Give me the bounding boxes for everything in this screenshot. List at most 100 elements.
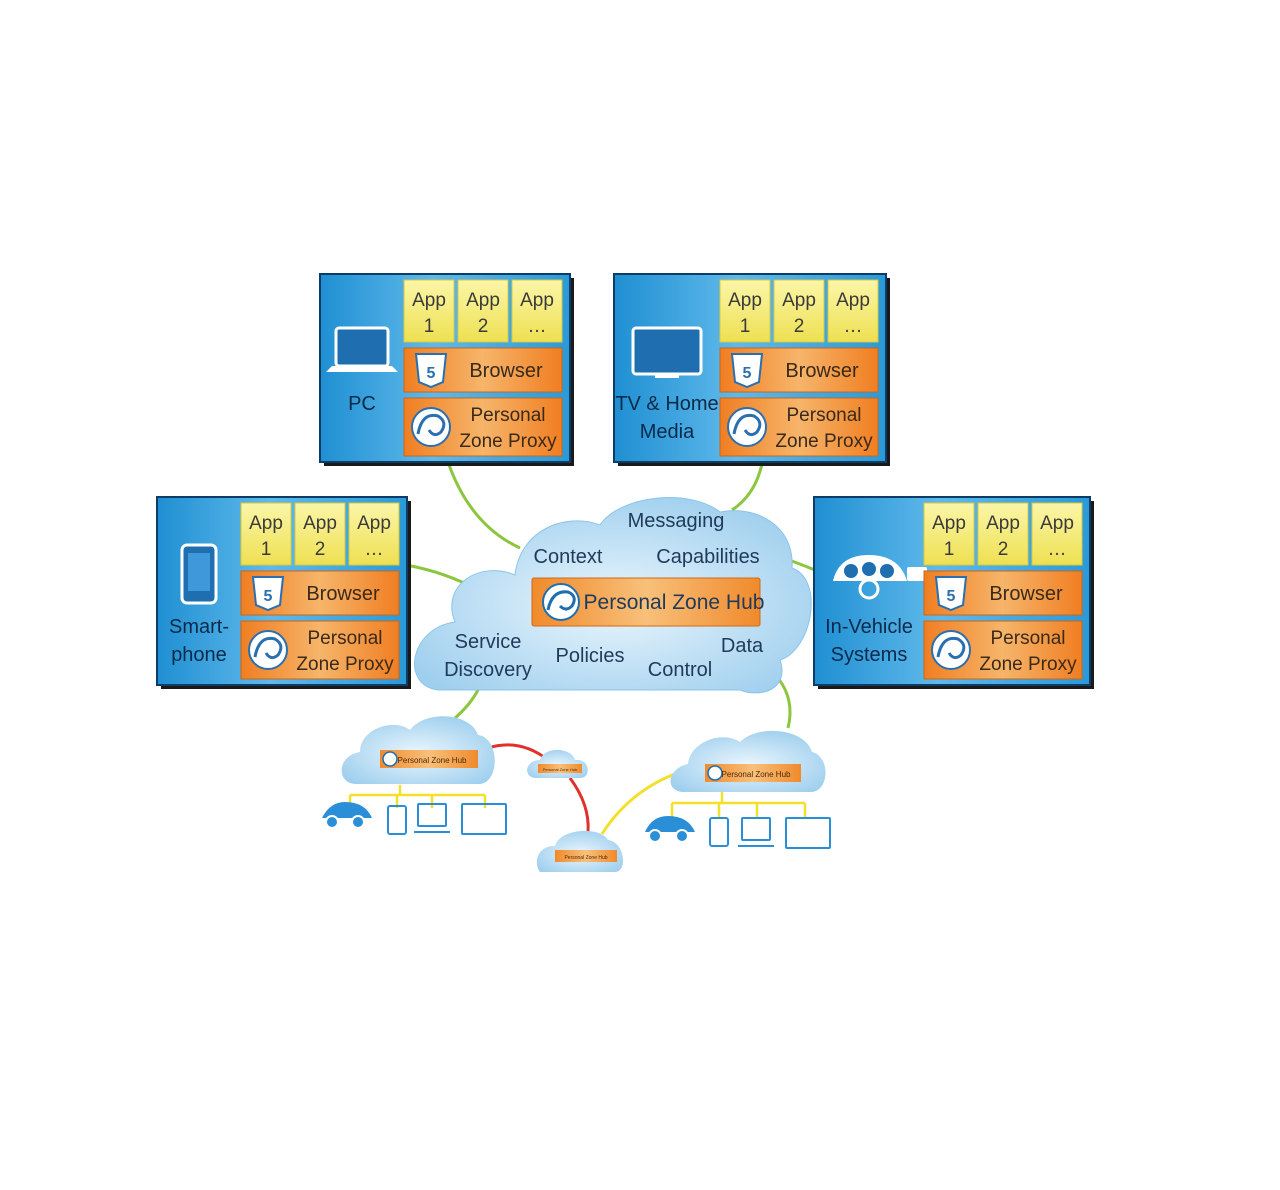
app-tile-pc-2[interactable] <box>511 279 563 343</box>
mini-cloud-small-top: Personal Zone Hub <box>527 749 588 778</box>
app-tile-pc-1[interactable] <box>457 279 509 343</box>
mini-hub-left-logo-icon <box>382 751 398 767</box>
svg-text:5: 5 <box>743 365 752 382</box>
pzp-logo-icon <box>727 407 767 447</box>
app-label: App <box>986 513 1020 534</box>
app-tile-vehicle-0[interactable] <box>923 502 975 566</box>
app-number: 1 <box>740 316 751 337</box>
mini-cloud-small-bottom: Personal Zone Hub <box>536 830 624 872</box>
mini-hub-right <box>705 764 801 782</box>
app-label: App <box>1040 513 1074 534</box>
proxy-label-1: Zone Proxy <box>459 431 557 452</box>
app-tile-tv-1[interactable] <box>773 279 825 343</box>
app-number: 2 <box>998 539 1009 560</box>
app-label: App <box>782 290 816 311</box>
hub-cloud: Personal Zone Hub Messaging Context Capa… <box>414 497 812 694</box>
app-number: … <box>528 316 547 337</box>
app-tile-tv-2[interactable] <box>827 279 879 343</box>
app-label: App <box>357 513 391 534</box>
device-label-pc-0: PC <box>348 393 376 415</box>
proxy-label-0: Personal <box>308 628 383 649</box>
mini-hub-right-logo-icon <box>707 765 723 781</box>
mini-hub-small-bottom <box>555 850 617 862</box>
mini-cloud-small-top-shape <box>527 749 588 778</box>
app-number: 1 <box>261 539 272 560</box>
mini-car-icon-right <box>645 816 695 843</box>
device-label-tv-0: TV & Home <box>615 393 718 415</box>
app-number: 2 <box>478 316 489 337</box>
mini-phone-icon <box>387 805 407 835</box>
html5-icon: 5 <box>730 353 764 389</box>
cap-context: Context <box>534 546 603 568</box>
app-tile-smartphone-0[interactable] <box>240 502 292 566</box>
browser-label: Browser <box>785 360 859 382</box>
mini-tv-icon-right <box>785 817 831 849</box>
device-label-tv-1: Media <box>640 421 695 443</box>
cap-messaging: Messaging <box>628 510 725 532</box>
app-number: 2 <box>794 316 805 337</box>
svg-text:5: 5 <box>427 365 436 382</box>
app-number: … <box>1048 539 1067 560</box>
cap-control: Control <box>648 659 712 681</box>
proxy-label-0: Personal <box>787 405 862 426</box>
laptop-icon <box>326 326 398 372</box>
mini-devices-left <box>322 802 507 835</box>
mini-hub-small-bottom-label: Personal Zone Hub <box>564 855 607 861</box>
app-tile-tv-0[interactable] <box>719 279 771 343</box>
app-tile-smartphone-2[interactable] <box>348 502 400 566</box>
mini-cloud-right-shape <box>670 730 826 792</box>
mini-tv-icon <box>461 803 507 835</box>
mini-phone-icon-right <box>709 817 729 847</box>
app-label: App <box>303 513 337 534</box>
app-label: App <box>520 290 554 311</box>
proxy-label-1: Zone Proxy <box>979 654 1077 675</box>
cap-capabilities: Capabilities <box>656 546 759 568</box>
link-red-1 <box>487 743 549 762</box>
device-label-vehicle-0: In-Vehicle <box>825 616 913 638</box>
proxy-label-1: Zone Proxy <box>775 431 873 452</box>
mini-cloud-left: Personal Zone Hub <box>341 716 495 784</box>
app-tile-vehicle-1[interactable] <box>977 502 1029 566</box>
smartphone-icon <box>180 543 218 605</box>
link-hub-minicloud-right <box>776 677 792 729</box>
app-tile-smartphone-1[interactable] <box>294 502 346 566</box>
cap-policies: Policies <box>556 645 625 667</box>
app-label: App <box>249 513 283 534</box>
app-label: App <box>836 290 870 311</box>
link-yellow <box>600 770 681 835</box>
device-label-smartphone-0: Smart- <box>169 616 229 638</box>
app-tile-vehicle-2[interactable] <box>1031 502 1083 566</box>
svg-text:5: 5 <box>264 588 273 605</box>
connection-lines <box>348 461 816 835</box>
cap-service: Service <box>455 631 522 653</box>
pzp-logo-icon <box>931 630 971 670</box>
app-number: 1 <box>944 539 955 560</box>
browser-label: Browser <box>469 360 543 382</box>
mini-devices-right <box>645 816 831 849</box>
app-label: App <box>412 290 446 311</box>
browser-label: Browser <box>989 583 1063 605</box>
hub-box <box>531 577 761 627</box>
device-label-vehicle-1: Systems <box>831 644 908 666</box>
tv-icon <box>631 326 703 378</box>
app-number: 2 <box>315 539 326 560</box>
cap-discovery: Discovery <box>444 659 532 681</box>
mini-laptop-icon-right <box>738 817 774 847</box>
mini-hub-right-label: Personal Zone Hub <box>722 770 791 779</box>
link-hub-minicloud-left <box>454 689 480 720</box>
app-number: … <box>365 539 384 560</box>
mini-laptop-icon <box>414 803 450 833</box>
mini-car-icon <box>322 802 372 829</box>
mini-hub-small-top-label: Personal Zone Hub <box>543 767 578 772</box>
app-tile-pc-0[interactable] <box>403 279 455 343</box>
link-red-2 <box>568 777 590 833</box>
pzp-logo-icon <box>411 407 451 447</box>
mini-hub-small-top <box>538 764 582 773</box>
html5-icon: 5 <box>934 576 968 612</box>
hub-logo-swirl <box>546 590 576 611</box>
